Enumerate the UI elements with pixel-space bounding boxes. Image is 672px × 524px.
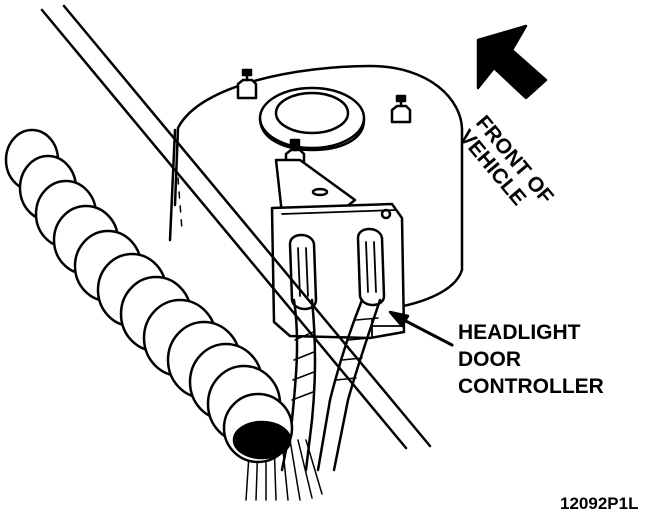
callout-line-1: HEADLIGHT: [458, 321, 581, 344]
callout-line-3: CONTROLLER: [458, 375, 604, 398]
controller-callout-arrow: [388, 310, 454, 347]
corrugated-wiring-loom: [4, 128, 294, 464]
wire-bundle-right: [316, 298, 382, 472]
mounting-nut-right: [390, 94, 412, 124]
housing-center-hub: [258, 86, 366, 152]
connector-right: [356, 227, 386, 307]
controller-callout-label: HEADLIGHT DOOR CONTROLLER: [458, 322, 604, 403]
connector-left: [288, 233, 318, 311]
loose-wires: [245, 439, 323, 501]
callout-line-2: DOOR: [458, 348, 521, 371]
figure-id: 12092P1L: [560, 494, 639, 513]
mounting-nut-left: [236, 68, 258, 100]
body-panel-edge: [40, 4, 432, 450]
arrow-up-left-icon: [476, 24, 548, 100]
wire-bundle-left: [280, 298, 317, 472]
